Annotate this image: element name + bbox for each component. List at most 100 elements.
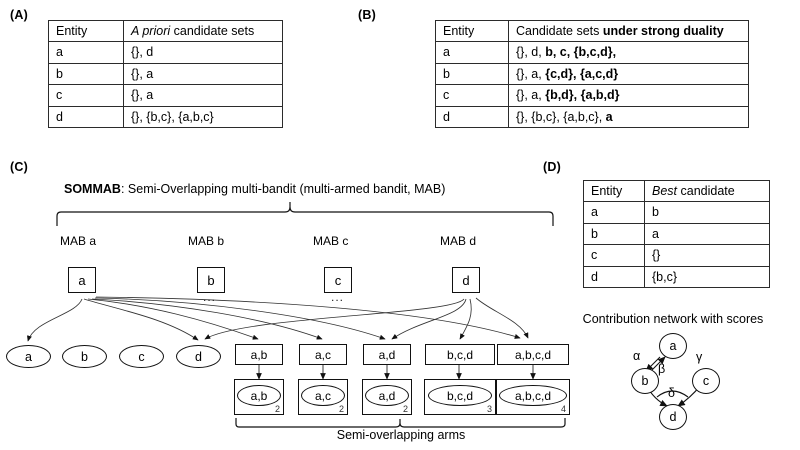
leaf-node-a[interactable]: a xyxy=(6,345,51,368)
cell-best-candidate: {b,c} xyxy=(644,265,770,288)
arm-outer-box-ac[interactable]: a,c 2 xyxy=(298,379,348,415)
arm-top-box-ac[interactable]: a,c xyxy=(299,344,347,365)
header-plain-part: candidate xyxy=(677,184,735,198)
cell-candidate-sets: {}, a xyxy=(123,84,283,107)
cell-candidate-sets: {}, d xyxy=(123,41,283,64)
cell-entity: b xyxy=(48,62,124,86)
table-row: d {}, {b,c}, {a,b,c} xyxy=(48,105,283,128)
cell-best-candidate: b xyxy=(644,201,770,224)
table-header-row: Entity A priori candidate sets xyxy=(48,19,283,43)
cell-candidate-sets: {}, a xyxy=(123,62,283,86)
edge-label-gamma: γ xyxy=(696,350,703,364)
table-row: c {}, a xyxy=(48,84,283,107)
column-header-candidate-sets-duality: Candidate sets under strong duality xyxy=(508,19,749,43)
cell-best-candidate: a xyxy=(644,222,770,246)
cell-entity: c xyxy=(583,244,645,267)
cell-bold-part: {c,d}, {a,c,d} xyxy=(545,66,619,81)
cell-entity: b xyxy=(583,222,645,246)
network-node-c[interactable]: c xyxy=(692,368,720,394)
cell-entity: d xyxy=(583,265,645,288)
column-header-candidate-sets: A priori candidate sets xyxy=(123,19,283,43)
column-header-entity: Entity xyxy=(583,179,645,203)
network-node-a[interactable]: a xyxy=(659,333,687,359)
cell-entity: b xyxy=(435,62,509,86)
cell-best-candidate: {} xyxy=(644,244,770,267)
arm-top-box-ad[interactable]: a,d xyxy=(363,344,411,365)
arm-inner-ellipse-ac: a,c xyxy=(301,385,345,406)
panel-label-d: (D) xyxy=(543,160,561,174)
table-row: a {}, d, b, c, {b,c,d}, xyxy=(435,41,749,64)
arm-inner-ellipse-ad: a,d xyxy=(365,385,409,406)
table-row: c {} xyxy=(583,244,770,267)
mab-box-d[interactable]: d xyxy=(452,267,480,293)
leaf-node-c[interactable]: c xyxy=(119,345,164,368)
arm-outer-box-bcd[interactable]: b,c,d 3 xyxy=(424,379,496,415)
edge-label-beta: β xyxy=(658,362,666,376)
arm-score-ad: 2 xyxy=(402,404,408,414)
arm-inner-ellipse-abcd: a,b,c,d xyxy=(499,385,567,406)
panel-label-b: (B) xyxy=(358,8,376,22)
cell-plain-part: {}, a, xyxy=(516,66,546,81)
cell-bold-part: b, c, {b,c,d}, xyxy=(545,45,617,60)
table-row: b a xyxy=(583,222,770,246)
cell-entity: d xyxy=(435,105,509,128)
header-italic-part: Best xyxy=(652,184,678,198)
cell-bold-part: {b,d}, {a,b,d} xyxy=(545,88,620,103)
header-italic-part: A priori xyxy=(131,24,171,38)
cell-plain-part: {}, d, xyxy=(516,45,546,60)
panel-label-c: (C) xyxy=(10,160,28,174)
cell-entity: d xyxy=(48,105,124,128)
table-row: a b xyxy=(583,201,770,224)
table-row: b {}, a xyxy=(48,62,283,86)
mab-box-a[interactable]: a xyxy=(68,267,96,293)
header-bold-part: under strong duality xyxy=(602,24,724,38)
arm-inner-ellipse-bcd: b,c,d xyxy=(428,385,492,406)
table-row: b {}, a, {c,d}, {a,c,d} xyxy=(435,62,749,86)
a-priori-candidate-table: Entity A priori candidate sets a {}, d b… xyxy=(48,19,283,128)
cell-entity: c xyxy=(48,84,124,107)
ellipsis-under-mab-b: ... xyxy=(203,290,217,304)
edges-from-mab-a xyxy=(27,296,521,342)
semi-overlapping-arms-brace xyxy=(235,418,566,428)
column-header-best-candidate: Best candidate xyxy=(644,179,770,203)
arm-outer-box-ab[interactable]: a,b 2 xyxy=(234,379,284,415)
sommab-title: SOMMAB: Semi-Overlapping multi-bandit (m… xyxy=(64,182,445,196)
arm-inner-ellipse-ab: a,b xyxy=(237,385,281,406)
header-plain-part: candidate sets xyxy=(170,24,255,38)
arm-top-box-ab[interactable]: a,b xyxy=(235,344,283,365)
network-node-b[interactable]: b xyxy=(631,368,659,394)
cell-candidate-sets: {}, a, {b,d}, {a,b,d} xyxy=(508,84,749,107)
arm-score-bcd: 3 xyxy=(486,404,492,414)
ellipsis-under-mab-c: ... xyxy=(331,290,345,304)
table-header-row: Entity Candidate sets under strong duali… xyxy=(435,19,749,43)
mab-group-label-a: MAB a xyxy=(60,234,97,248)
edge-label-alpha: α xyxy=(633,349,641,363)
table-row: a {}, d xyxy=(48,41,283,64)
edge-label-delta: δ xyxy=(668,386,675,400)
mab-box-c[interactable]: c xyxy=(324,267,352,293)
sommab-acronym: SOMMAB xyxy=(64,182,121,196)
arm-score-abcd: 4 xyxy=(560,404,566,414)
arm-outer-box-abcd[interactable]: a,b,c,d 4 xyxy=(496,379,570,415)
mab-group-label-d: MAB d xyxy=(440,234,477,248)
leaf-node-b[interactable]: b xyxy=(62,345,107,368)
table-row: d {b,c} xyxy=(583,265,770,288)
contribution-network-title: Contribution network with scores xyxy=(582,312,764,326)
table-row: c {}, a, {b,d}, {a,b,d} xyxy=(435,84,749,107)
cell-candidate-sets: {}, a, {c,d}, {a,c,d} xyxy=(508,62,749,86)
network-node-d[interactable]: d xyxy=(659,404,687,430)
cell-bold-part: a xyxy=(605,109,613,124)
table-header-row: Entity Best candidate xyxy=(583,179,770,203)
arm-score-ab: 2 xyxy=(274,404,280,414)
cell-candidate-sets: {}, d, b, c, {b,c,d}, xyxy=(508,41,749,64)
mab-box-b[interactable]: b xyxy=(197,267,225,293)
sommab-expansion: : Semi-Overlapping multi-bandit (multi-a… xyxy=(120,182,446,196)
arm-outer-box-ad[interactable]: a,d 2 xyxy=(362,379,412,415)
cell-candidate-sets: {}, {b,c}, {a,b,c} xyxy=(123,105,283,128)
arm-top-box-bcd[interactable]: b,c,d xyxy=(425,344,495,365)
leaf-node-d[interactable]: d xyxy=(176,345,221,368)
mab-group-label-c: MAB c xyxy=(313,234,349,248)
arm-top-box-abcd[interactable]: a,b,c,d xyxy=(497,344,569,365)
cell-entity: a xyxy=(435,41,509,64)
semi-overlapping-arms-caption: Semi-overlapping arms xyxy=(336,428,466,442)
